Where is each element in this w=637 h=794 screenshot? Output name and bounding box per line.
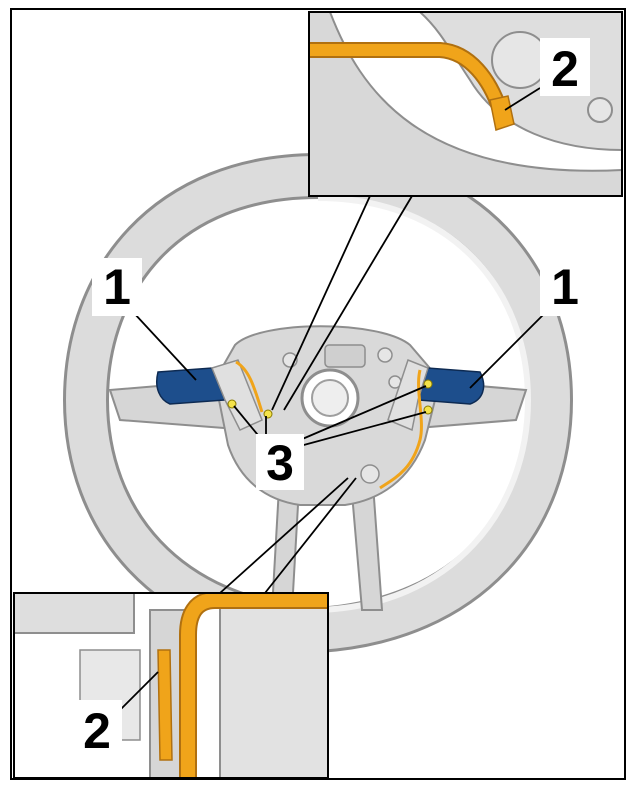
callout-1-left: 1	[103, 259, 131, 315]
wheel-rim-highlight	[317, 195, 532, 613]
wiring-left	[235, 360, 264, 413]
leader-callout-3-c	[299, 385, 427, 441]
leader-callout-1-right	[469, 311, 547, 389]
callout-2-bottom: 2	[83, 703, 111, 759]
paddle-bracket-left	[210, 359, 263, 431]
leader-inset-bottom-a	[219, 477, 349, 594]
inset-bottom-border	[13, 592, 329, 779]
callout-bg-2-bottom	[72, 700, 122, 758]
callout-bg-3	[256, 434, 304, 490]
wiring-harness-bottom	[181, 593, 328, 778]
paddle-left	[156, 367, 227, 405]
callout-1-right: 1	[551, 259, 579, 315]
harness-connector-top	[489, 95, 515, 131]
leader-callout-2-top	[504, 87, 541, 111]
hub-boss-4	[360, 464, 380, 484]
leader-callout-3-d	[299, 411, 427, 447]
hub-boss-2	[377, 347, 393, 363]
leader-lines	[117, 87, 547, 713]
hub-connector	[324, 344, 366, 368]
callout-bg-2-top	[540, 38, 590, 96]
inset-top-boss	[491, 31, 549, 89]
hub-bore-inner	[311, 379, 349, 417]
inset-top-boss-2	[587, 97, 613, 123]
callout-bg-1-right	[540, 258, 590, 316]
leader-inset-bottom-b	[264, 477, 357, 594]
harness-branch-bottom	[157, 649, 173, 761]
inset-top-border	[308, 11, 623, 197]
detail-inset-bottom	[13, 592, 329, 779]
callout-2-top: 2	[551, 41, 579, 97]
leader-inset-top-b	[283, 195, 413, 411]
paddle-right	[417, 367, 485, 405]
leader-inset-top-a	[271, 195, 371, 411]
callout-3: 3	[266, 435, 294, 491]
leader-callout-2-bottom	[117, 671, 159, 713]
leader-callout-1-left	[132, 311, 197, 381]
callout-bg-1-left	[92, 258, 142, 316]
inset-bottom-content	[14, 593, 328, 778]
inset-bottom-bracket	[14, 593, 135, 634]
inset-bottom-column	[219, 593, 328, 778]
